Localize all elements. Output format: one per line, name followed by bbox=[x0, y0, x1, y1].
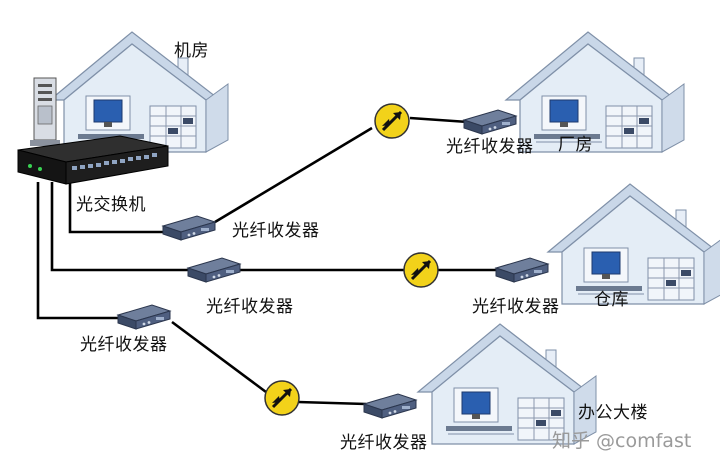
transceiver-icon-bottom bbox=[117, 304, 171, 330]
fiber-splice-icon-middle bbox=[402, 251, 440, 289]
computer-tower-icon bbox=[30, 77, 60, 146]
watermark: 知乎 @comfast bbox=[552, 430, 692, 452]
fiber-splice-icon-bottom bbox=[263, 379, 301, 417]
label-transceiver-office: 光纤收发器 bbox=[340, 433, 428, 453]
house-icon-warehouse bbox=[547, 183, 720, 305]
label-office-building: 办公大楼 bbox=[578, 403, 648, 423]
label-transceiver-top: 光纤收发器 bbox=[232, 221, 320, 241]
transceiver-icon-middle bbox=[187, 257, 241, 283]
label-factory: 厂房 bbox=[558, 135, 593, 155]
label-transceiver-bottom: 光纤收发器 bbox=[80, 335, 168, 355]
label-optical-switch: 光交换机 bbox=[76, 195, 146, 215]
label-transceiver-warehouse: 光纤收发器 bbox=[472, 297, 560, 317]
transceiver-icon-top bbox=[162, 215, 216, 241]
transceiver-icon-factory bbox=[463, 109, 517, 135]
label-server-room: 机房 bbox=[174, 41, 209, 61]
optical-switch-icon bbox=[17, 135, 169, 185]
transceiver-icon-office bbox=[363, 393, 417, 419]
label-transceiver-middle: 光纤收发器 bbox=[206, 297, 294, 317]
label-warehouse: 仓库 bbox=[594, 290, 629, 310]
label-transceiver-factory: 光纤收发器 bbox=[446, 137, 534, 157]
fiber-cables bbox=[36, 116, 498, 406]
fiber-splice-icon-top bbox=[373, 102, 411, 140]
transceiver-icon-warehouse bbox=[495, 257, 549, 283]
